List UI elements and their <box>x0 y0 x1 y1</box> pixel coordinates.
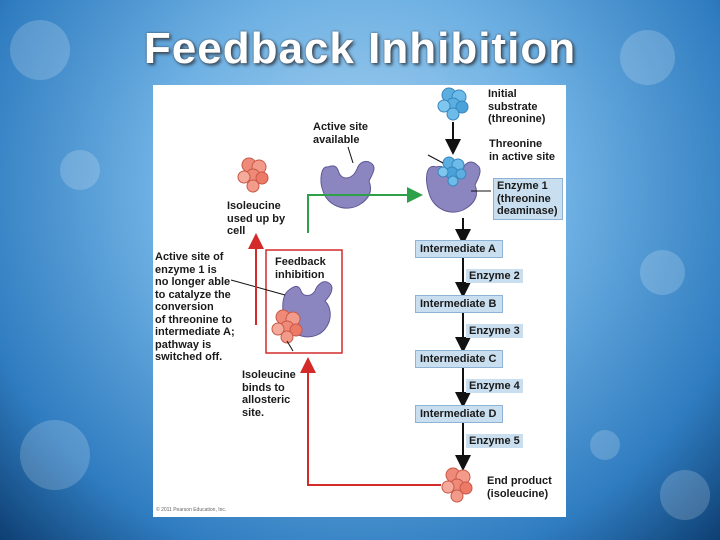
leader-line <box>427 154 444 164</box>
initial-substrate-label: Initial substrate (threonine) <box>488 88 546 125</box>
enzyme-2-label: Enzyme 2 <box>466 269 523 283</box>
intermediate-d-box: Intermediate D <box>415 405 503 423</box>
isoleucine-molecule-icon <box>237 157 269 193</box>
pathway-diagram <box>230 87 491 503</box>
background-decoration <box>640 250 685 295</box>
threonine-in-active-site-label: Threonine in active site <box>489 138 556 163</box>
threonine-in-site-icon <box>437 156 467 187</box>
isoleucine-used-up-label: Isoleucine used up by cell <box>227 200 286 237</box>
feedback-inhibition-label: Feedback inhibition <box>275 256 326 281</box>
isoleucine-end-product-icon <box>441 467 473 503</box>
feedback-inhibition-frame <box>265 249 343 354</box>
copyright-text: © 2011 Pearson Education, Inc. <box>156 507 227 513</box>
background-decoration <box>590 430 620 460</box>
isoleucine-binds-label: Isoleucine binds to allosteric site. <box>242 369 296 419</box>
active-site-blocked-label: Active site of enzyme 1 is no longer abl… <box>155 251 235 363</box>
red-feedback-arrow <box>300 357 441 486</box>
leader-line <box>286 340 294 352</box>
intermediate-a-box: Intermediate A <box>415 240 503 258</box>
leader-line <box>230 279 286 296</box>
enzyme-3-label: Enzyme 3 <box>466 324 523 338</box>
intermediate-b-box: Intermediate B <box>415 295 503 313</box>
enzyme-4-label: Enzyme 4 <box>466 379 523 393</box>
background-decoration <box>620 30 675 85</box>
intermediate-c-box: Intermediate C <box>415 350 503 368</box>
isoleucine-bound-icon <box>271 309 303 344</box>
active-site-available-label: Active site available <box>313 121 369 146</box>
background-decoration <box>20 420 90 490</box>
enzyme1-label: Enzyme 1 (threonine deaminase) <box>493 178 563 220</box>
enzyme-5-label: Enzyme 5 <box>466 434 523 448</box>
background-decoration <box>60 150 100 190</box>
background-decoration <box>10 20 70 80</box>
green-pathway-arrow <box>307 187 423 233</box>
enzyme1-empty-icon <box>320 160 375 209</box>
background-decoration <box>660 470 710 520</box>
slide-title: Feedback Inhibition <box>143 24 577 73</box>
leader-line <box>347 146 354 164</box>
threonine-molecule-icon <box>437 87 469 121</box>
feedback-inhibition-figure: Initial substrate (threonine) Active sit… <box>153 85 566 517</box>
end-product-label: End product (isoleucine) <box>487 475 552 500</box>
